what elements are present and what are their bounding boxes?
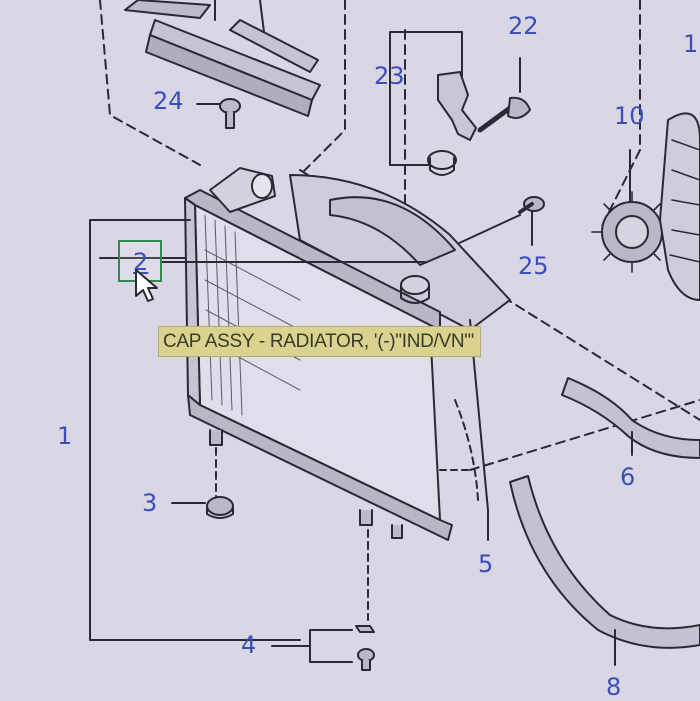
leader-line: [454, 214, 521, 246]
leader-line-4: [271, 629, 353, 663]
bolt-part-24[interactable]: [219, 98, 241, 129]
radiator-assembly[interactable]: [184, 167, 511, 541]
bolt-part-4[interactable]: [355, 625, 375, 671]
hose-part-8[interactable]: [509, 475, 700, 649]
callout-8[interactable]: 8: [606, 673, 622, 701]
tooltip-text: CAP ASSY - RADIATOR, '(-)"IND/VN"': [163, 331, 475, 352]
callout-4[interactable]: 4: [241, 631, 257, 659]
seal-strip-upper[interactable]: [124, 0, 321, 117]
dashed-guide-line: [299, 0, 346, 176]
callout-23[interactable]: 23: [374, 62, 405, 90]
bolt-part-25[interactable]: [518, 196, 545, 214]
bolt-part-22[interactable]: [477, 96, 531, 133]
callout-1[interactable]: 1: [57, 422, 73, 450]
callout-22[interactable]: 22: [508, 12, 539, 40]
callout-3[interactable]: 3: [142, 489, 158, 517]
bracket-part-23[interactable]: [427, 71, 477, 176]
fan-part-10[interactable]: [591, 112, 700, 301]
callout-1-right[interactable]: 1: [683, 30, 699, 58]
leader-line-23: [389, 31, 463, 166]
callout-10[interactable]: 10: [614, 102, 645, 130]
callout-6[interactable]: 6: [620, 463, 636, 491]
callout-5[interactable]: 5: [478, 550, 494, 578]
hose-part-6[interactable]: [561, 377, 700, 459]
dashed-guide-line: [99, 0, 201, 166]
callout-2[interactable]: 2: [133, 248, 149, 276]
callout-24[interactable]: 24: [153, 87, 184, 115]
part-tooltip: CAP ASSY - RADIATOR, '(-)"IND/VN"': [158, 326, 482, 357]
leader-line-1: [89, 219, 301, 641]
callout-25[interactable]: 25: [518, 252, 549, 280]
mount-part-3[interactable]: [206, 496, 234, 519]
arrow-pointer-icon: [135, 269, 158, 302]
